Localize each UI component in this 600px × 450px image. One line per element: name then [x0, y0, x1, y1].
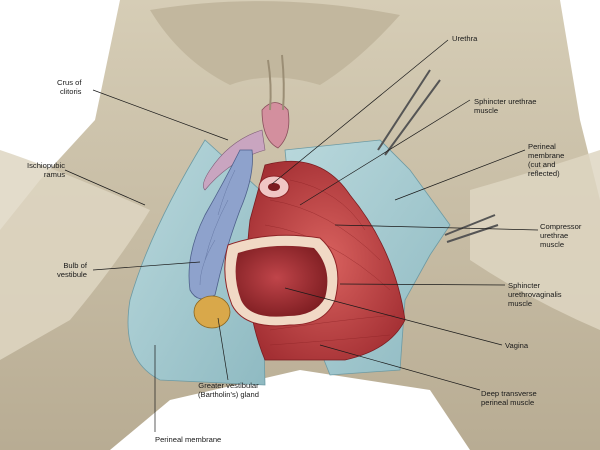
- labia-minora: [267, 54, 285, 111]
- greater-vestibular-gland-shape: [193, 295, 231, 329]
- leader-ischiopubic: [64, 169, 146, 206]
- glans-clitoris: [261, 102, 290, 149]
- leader-compressor: [334, 224, 539, 231]
- forceps-right: [444, 214, 499, 243]
- right-thigh-fold: [470, 150, 600, 330]
- label-perineal-membrane-reflected: Perineal membrane (cut and reflected): [528, 142, 565, 178]
- leader-greater-vestibular: [217, 317, 229, 381]
- left-thigh-fold: [0, 150, 150, 360]
- label-sphincter-urethrae: Sphincter urethrae muscle: [474, 97, 537, 115]
- label-bulb-of-vestibule: Bulb of vestibule: [57, 261, 87, 279]
- leader-sphincter-urethrae: [299, 99, 471, 206]
- bulb-veins: [199, 169, 236, 286]
- label-compressor-urethrae: Compressor urethrae muscle: [540, 222, 582, 249]
- leader-perineal-cut: [394, 149, 526, 201]
- muscle-fibers: [264, 179, 396, 346]
- label-vagina: Vagina: [505, 341, 529, 350]
- leader-crus: [92, 89, 229, 141]
- leader-deep-transverse: [319, 344, 481, 391]
- leader-bulb: [92, 261, 201, 271]
- label-crus-of-clitoris: Crus of clitoris: [57, 78, 82, 96]
- leader-vagina: [284, 287, 503, 346]
- label-ischiopubic-ramus: Ischiopubic ramus: [27, 161, 65, 179]
- leader-sphincter-uv: [339, 283, 506, 286]
- leader-lines: [64, 39, 539, 432]
- leader-urethra: [271, 39, 449, 185]
- urethra-lumen: [268, 183, 280, 191]
- vagina-lumen: [235, 245, 328, 317]
- forceps-upper: [377, 69, 441, 156]
- label-greater-vestibular-gland: Greater vestibular (Bartholin's) gland: [198, 381, 259, 399]
- label-perineal-membrane-bottom: Perineal membrane: [155, 435, 222, 444]
- label-sphincter-urethrovaginalis: Sphincter urethrovaginalis muscle: [508, 281, 562, 308]
- label-deep-transverse-perineal: Deep transverse perineal muscle: [481, 389, 537, 407]
- label-urethra: Urethra: [452, 34, 478, 43]
- mons-pubis: [150, 1, 400, 85]
